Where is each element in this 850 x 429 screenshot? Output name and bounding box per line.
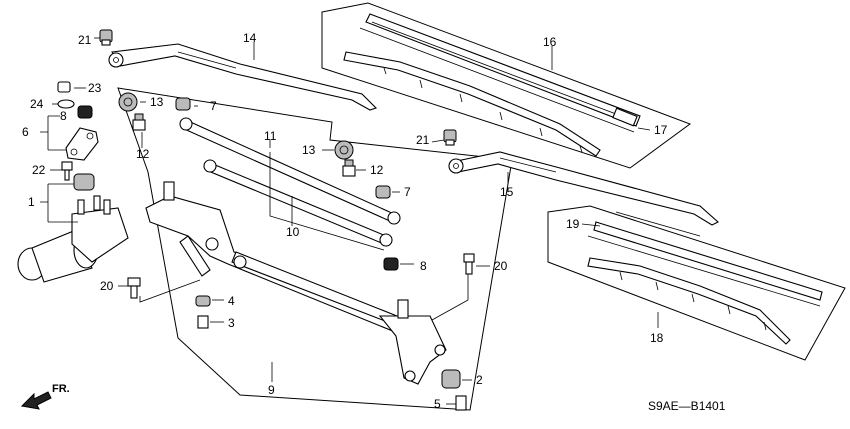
callout-23: 23 [88,81,102,95]
callout-9: 9 [268,383,275,397]
callout-16: 16 [543,35,557,49]
link-rod-10 [203,159,393,247]
callout-15-label: 15 [500,185,514,199]
callout-10: 10 [286,225,300,239]
linkage-frame-9 [145,181,447,385]
wiper-blade-18 [587,211,823,345]
linkage-group-outline [117,87,513,411]
callout-21a: 21 [78,33,92,47]
collar-5 [455,395,467,411]
callout-14: 14 [243,31,257,45]
wiper-arm-14 [108,43,378,111]
callout-6: 6 [22,125,29,139]
nut-cap-21b [443,129,457,146]
callout-18: 18 [650,331,664,345]
wiper-blade-16 [343,13,641,157]
motor-bracket-6 [65,127,99,161]
callout-8a: 8 [60,109,67,123]
nut-7b [375,185,391,199]
callout-19-label: 19 [566,217,580,231]
link-rod-11 [179,117,401,225]
callout-7b: 7 [404,185,411,199]
leader-lines [40,37,659,405]
nut-23 [57,81,71,93]
nut-7a [175,97,191,111]
callout-7a: 7 [210,99,217,113]
callout-3: 3 [228,316,235,330]
bolt-22 [61,161,73,181]
collar-12a [132,113,146,131]
collar-12b [342,159,356,177]
callout-8b: 8 [420,259,427,273]
callout-4: 4 [228,294,235,308]
washer-24 [57,99,75,109]
blade-18-group-outline [547,205,846,361]
callout-5: 5 [434,397,441,411]
callout-12a-label: 12 [136,147,150,161]
collar-3 [197,315,209,329]
callout-1: 1 [28,195,35,209]
callout-13b: 13 [302,143,316,157]
callout-12b: 12 [370,163,384,177]
bolt-20b [463,253,475,275]
wiper-motor-1 [17,195,129,283]
wiper-arm-15 [448,151,719,226]
direction-label: FR. [52,383,70,395]
callout-20a: 20 [100,279,114,293]
callout-17-label: 17 [654,123,668,137]
bushing-8a [77,105,93,119]
callout-21b: 21 [416,133,430,147]
bushing-8b [383,257,399,271]
callout-24: 24 [30,97,44,111]
nut-2 [441,369,461,389]
grommet-13b [334,140,354,160]
diagram-code: S9AE—B1401 [648,399,726,413]
callout-22: 22 [32,163,46,177]
grommet-1-upper [73,173,95,191]
grommet-13a [118,92,138,112]
callout-labels: 21 14 16 23 24 8 6 22 1 13 13 12 12 7 11… [22,31,668,411]
callout-20b: 20 [494,259,508,273]
nut-4 [195,295,211,307]
callout-2: 2 [476,373,483,387]
callout-13a-label: 13 [150,95,164,109]
bolt-20a [127,277,141,299]
callout-11: 11 [264,129,277,143]
nut-cap-21a [99,29,113,46]
front-direction-arrow: FR. [20,383,70,410]
blade-16-group-outline [321,2,692,169]
